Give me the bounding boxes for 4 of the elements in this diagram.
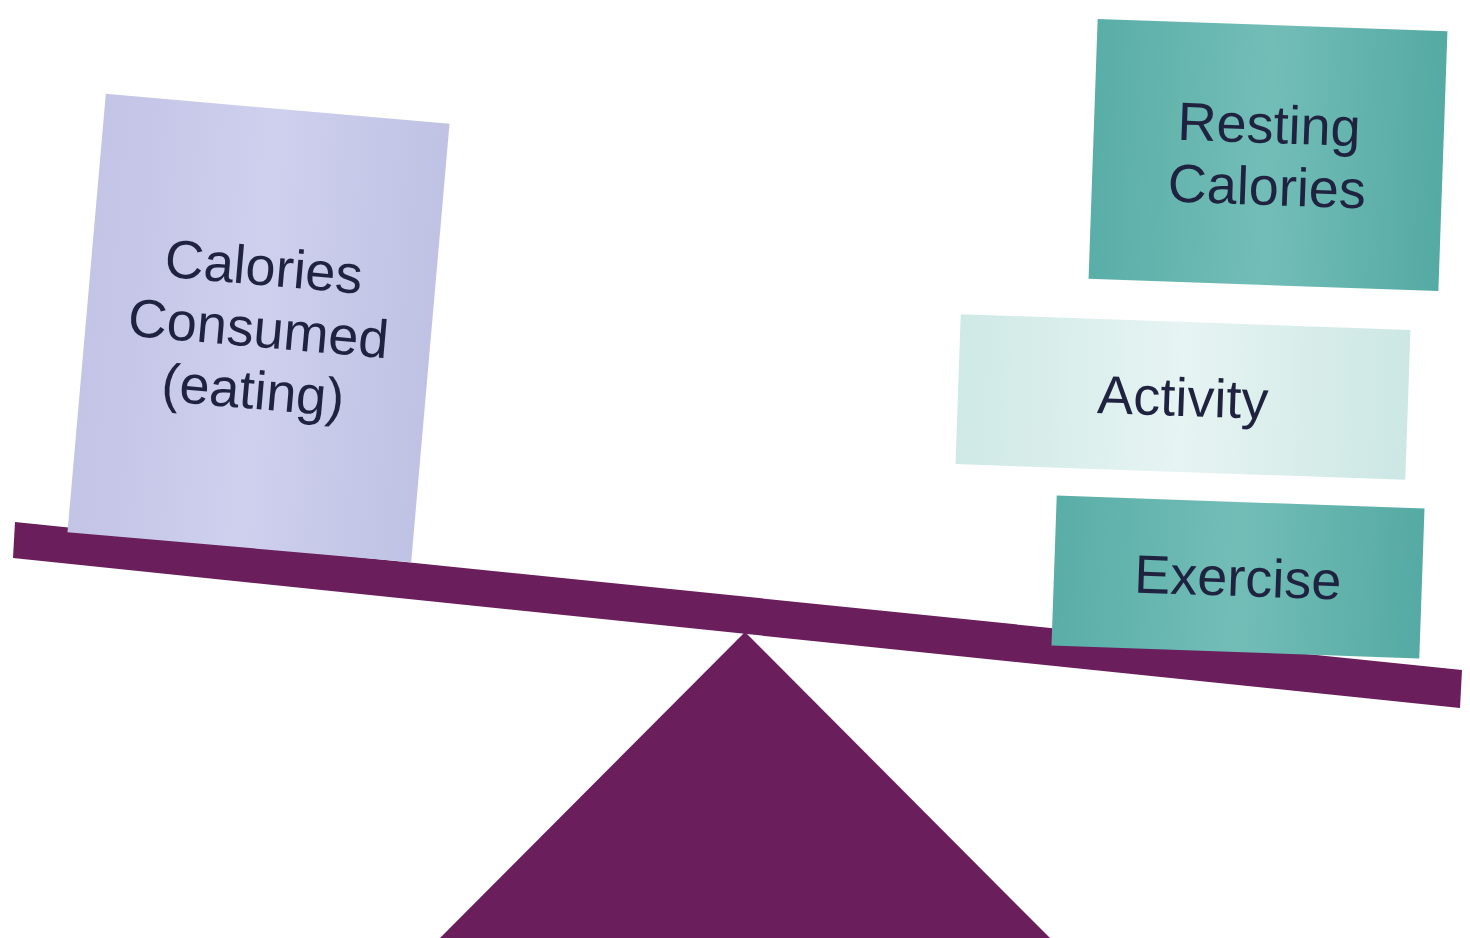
block-label: Calories Consumed (eating) [124,226,392,430]
block-label: Exercise [1133,542,1343,612]
block-label: Activity [1096,363,1270,431]
block-label: Resting Calories [1165,89,1368,222]
